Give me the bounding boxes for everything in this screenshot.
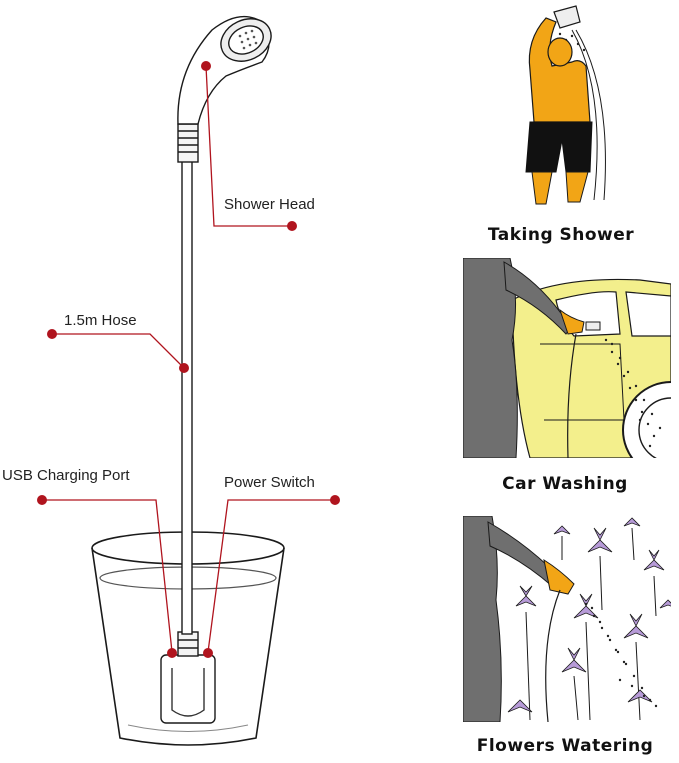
caption-taking-shower: Taking Shower <box>487 225 635 245</box>
caption-car-washing: Car Washing <box>502 474 628 494</box>
label-power-switch: Power Switch <box>224 474 315 491</box>
label-hose: 1.5m Hose <box>64 312 137 329</box>
hose-tube <box>177 123 199 635</box>
callout-lines <box>42 65 335 653</box>
label-shower-head: Shower Head <box>224 196 315 213</box>
callout-dots <box>37 61 340 658</box>
caption-flowers-watering: Flowers Watering <box>476 736 654 756</box>
label-usb-port: USB Charging Port <box>2 467 130 484</box>
shower-head <box>177 15 272 125</box>
